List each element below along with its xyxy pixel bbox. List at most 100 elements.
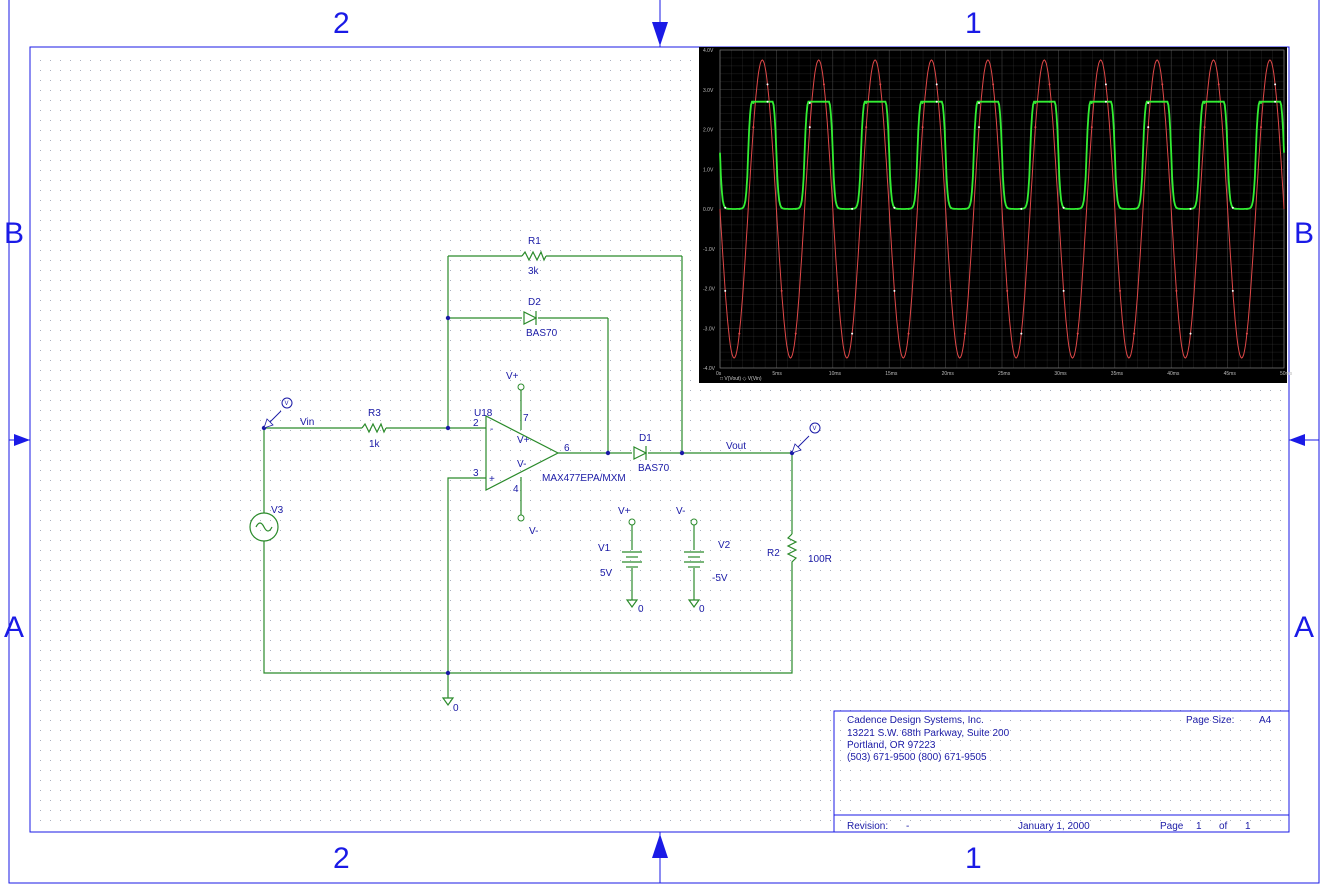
opamp-u18[interactable]: - + U18 2 3 4 6 7 V+ V- MAX477EPA/MXM [473,408,626,495]
series-point [1175,206,1178,209]
x-tick-label: 50ms [1280,371,1293,377]
r2-ref: R2 [767,548,780,559]
v2-value: -5V [712,573,728,584]
resistor-r3[interactable]: R3 1k [361,408,387,450]
series-point [822,100,825,103]
y-tick-label: 2.0V [703,128,714,134]
series-point [808,101,811,104]
series-point [1231,206,1234,209]
zone-row-b-right: B [1294,217,1314,250]
y-tick-label: 3.0V [703,88,714,94]
source-v1[interactable]: V+ 0 V1 5V [598,506,644,615]
probe-vin[interactable]: V [263,397,293,429]
waveform-plot[interactable]: 4.0V3.0V2.0V1.0V0.0V-1.0V-2.0V-3.0V-4.0V… [699,47,1293,383]
series-point [851,332,854,335]
series-point [1104,83,1107,86]
series-point [935,100,938,103]
diode-d2[interactable]: D2 BAS70 [523,297,558,339]
v1-gnd: 0 [638,604,644,615]
probe-vout-letter: V [813,426,817,432]
series-point [1104,100,1107,103]
tb-page-size: A4 [1259,715,1272,726]
resistor-r2[interactable]: R2 100R [767,533,832,566]
series-point [780,206,783,209]
series-point [1274,83,1277,86]
series-point [879,83,882,86]
series-point [1133,332,1136,335]
tb-revision: - [906,821,909,832]
junction-dots [261,315,795,676]
v1-value: 5V [600,568,613,579]
v3-ref: V3 [271,505,284,516]
resistor-r1[interactable]: R1 3k [521,236,547,277]
series-point [1147,126,1150,129]
y-tick-label: 1.0V [703,167,714,173]
series-point [1062,289,1065,292]
series-point [1020,332,1023,335]
tb-address2: Portland, OR 97223 [847,740,936,751]
tb-revision-label: Revision: [847,821,888,832]
source-v2[interactable]: V- 0 V2 -5V [676,506,731,615]
plot-series [719,59,1285,359]
vminus-net-label: V- [529,526,538,537]
series-point [907,332,910,335]
series-point [724,289,727,292]
series-point [1175,289,1178,292]
series-point [1189,332,1192,335]
opamp-plus-sign: + [489,474,495,485]
zone-row-a-right: A [1294,611,1314,644]
x-tick-label: 25ms [998,371,1011,377]
series-point [1048,100,1051,103]
series-point [1090,126,1093,129]
tb-phone: (503) 671-9500 (800) 671-9505 [847,752,987,763]
series-point [893,289,896,292]
d1-ref: D1 [639,433,652,444]
series-point [1006,289,1009,292]
u18-pin4: 4 [513,484,519,495]
r1-value: 3k [528,266,540,277]
center-arrow-left [9,434,30,446]
zone-col-1-top: 1 [965,7,982,40]
plot-background [699,47,1287,383]
center-arrow-right [1289,434,1319,446]
x-tick-label: 45ms [1224,371,1237,377]
opamp-minus-sign: - [490,424,493,435]
series-point [780,289,783,292]
series-point [978,101,981,104]
tb-address1: 13221 S.W. 68th Parkway, Suite 200 [847,728,1010,739]
x-tick-label: 15ms [885,371,898,377]
series-point [935,83,938,86]
u18-pin6: 6 [564,443,570,454]
series-point [949,289,952,292]
series-point [808,126,811,129]
plot-y-ticks: 4.0V3.0V2.0V1.0V0.0V-1.0V-2.0V-3.0V-4.0V [703,48,716,372]
series-point [794,207,797,210]
r1-ref: R1 [528,236,541,247]
u18-vminus-pin: V- [517,459,526,470]
series-point [851,207,854,210]
x-tick-label: 5ms [772,371,782,377]
u18-ref: U18 [474,408,493,419]
diode-d1[interactable]: D1 BAS70 [633,433,670,474]
opamp-supply-terminals: V+ V- [506,371,538,537]
u18-pin2: 2 [473,418,479,429]
series-point [1161,100,1164,103]
r3-value: 1k [369,439,381,450]
x-tick-label: 35ms [1111,371,1124,377]
series-point [1231,289,1234,292]
u18-pin7: 7 [523,413,529,424]
r3-ref: R3 [368,408,381,419]
y-tick-label: -2.0V [703,287,716,293]
source-v3[interactable]: V3 [249,505,284,542]
series-point [738,207,741,210]
zone-col-1-bottom: 1 [965,842,982,875]
series-point [1203,101,1206,104]
v2-net: V- [676,506,685,517]
d2-value: BAS70 [526,328,558,339]
probe-vout[interactable]: V [791,422,821,454]
gnd-label: 0 [453,703,459,714]
net-label-vin: Vin [300,417,314,428]
title-block: Cadence Design Systems, Inc. 13221 S.W. … [833,710,1290,833]
series-point [1133,207,1136,210]
v1-net: V+ [618,506,631,517]
